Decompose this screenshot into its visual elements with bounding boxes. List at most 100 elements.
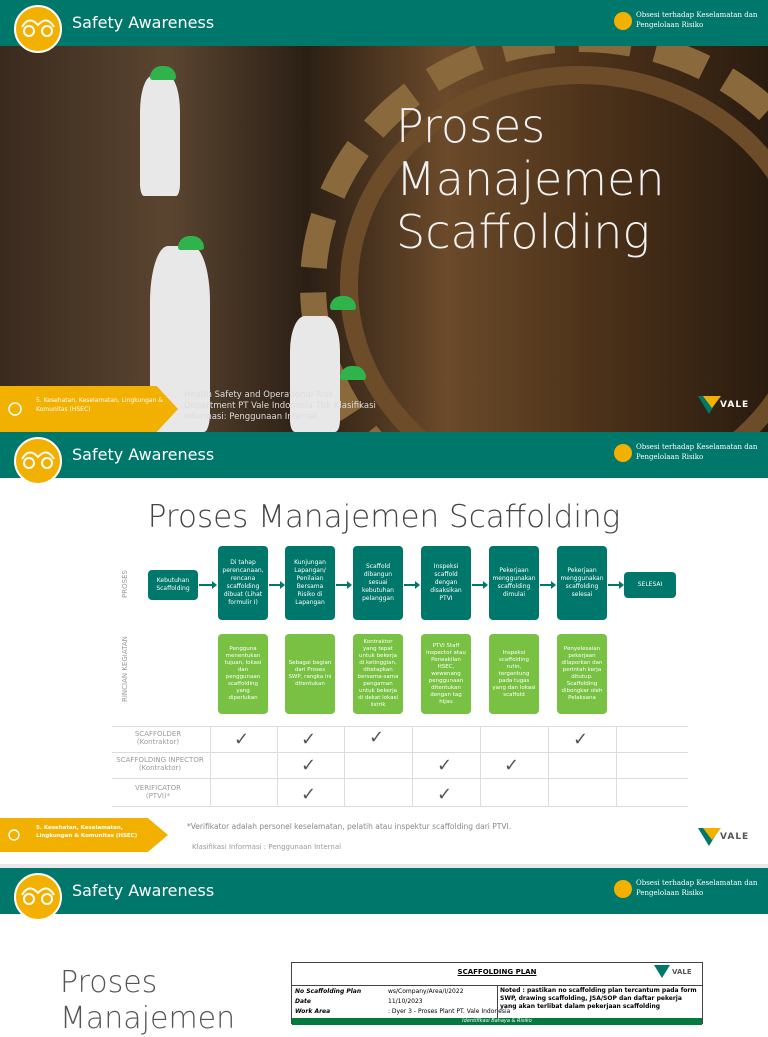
check-icon: ✓	[301, 784, 317, 805]
classification-text: Klasifikasi Informasi : Penggunaan Inter…	[192, 843, 342, 851]
verifikator-note: *Verifikator adalah personel keselamatan…	[187, 822, 512, 831]
vale-mark-icon	[654, 965, 670, 978]
grid-line	[412, 726, 413, 806]
person-icon	[614, 880, 632, 898]
safety-logo-icon	[14, 5, 62, 53]
role-label: VERIFICATOR (PTVI)*	[108, 784, 208, 800]
title-line: Manajemen	[396, 152, 665, 206]
check-icon: ✓	[234, 729, 250, 750]
process-step: Pekerjaan menggunakan scaffolding dimula…	[489, 546, 539, 620]
header-title: Safety Awareness	[72, 445, 215, 464]
footer-label: 5. Kesehatan, Keselamatan, Lingkungan & …	[36, 825, 138, 839]
role-sub: (Kontraktor)	[138, 764, 182, 772]
doc-noted: Noted : pastikan no scaffolding plan ter…	[500, 987, 697, 1010]
shield-icon	[8, 402, 22, 416]
arrow-right-icon	[472, 581, 488, 589]
grid-line	[277, 726, 278, 806]
doc-field-label: No Scaffolding Plan	[295, 988, 362, 995]
doc-title: SCAFFOLDING PLAN	[457, 968, 537, 976]
arrow-right-icon	[404, 581, 420, 589]
header-bar: Safety Awareness Obsesi terhadap Keselam…	[0, 0, 768, 53]
process-end: SELESAI	[624, 572, 676, 598]
doc-field-value: ws/Company/Area/I/2022	[388, 988, 464, 995]
process-step: Di tahap perencanaan, rencana scaffoldin…	[218, 546, 268, 620]
process-step: Pekerjaan menggunakan scaffolding selesa…	[557, 546, 607, 620]
process-step: Kebutuhan Scaffolding	[148, 570, 198, 600]
safety-logo-icon	[14, 437, 62, 485]
vale-logo-text: VALE	[720, 832, 750, 842]
check-icon: ✓	[369, 727, 385, 748]
role-sub: (PTVI)*	[145, 792, 171, 800]
helmet-icon	[150, 66, 176, 80]
slide-3-title: Proses Manajemen	[60, 965, 235, 1037]
header-bar: Safety Awareness Obsesi terhadap Keselam…	[0, 432, 768, 485]
header-bar: Safety Awareness Obsesi terhadap Keselam…	[0, 868, 768, 921]
slide-separator	[0, 864, 768, 868]
grid-line	[616, 726, 617, 806]
process-step: Inspeksi scaffold dengan disaksikan PTVI	[421, 546, 471, 620]
row-label-proses: PROSES	[121, 570, 129, 598]
check-icon: ✓	[437, 784, 453, 805]
check-icon: ✓	[301, 755, 317, 776]
activity-detail: Sebagai bagian dari Proses SWP, rangka i…	[285, 634, 335, 714]
activity-detail: Kontraktor yang tepat untuk bekerja di k…	[353, 634, 403, 714]
check-icon: ✓	[301, 729, 317, 750]
role-label: SCAFFOLDER (Kontraktor)	[108, 730, 208, 746]
safety-logo-icon	[14, 873, 62, 921]
helmet-icon	[340, 366, 366, 380]
slide-1-title: Proses Manajemen Scaffolding	[396, 100, 756, 259]
check-icon: ✓	[573, 729, 589, 750]
arrow-right-icon	[608, 581, 624, 589]
grid-line	[112, 726, 688, 727]
header-tagline: Obsesi terhadap Keselamatan dan Pengelol…	[614, 442, 764, 474]
title-line: Scaffolding	[396, 205, 651, 259]
doc-field-label: Work Area	[295, 1008, 331, 1015]
title-line: Proses	[396, 99, 546, 153]
grid-line	[112, 752, 688, 753]
tagline-text: Obsesi terhadap Keselamatan dan Pengelol…	[636, 11, 758, 29]
grid-line	[112, 778, 688, 779]
check-icon: ✓	[437, 755, 453, 776]
vale-mark-accent-icon	[703, 828, 721, 840]
worker-figure	[140, 76, 180, 196]
activity-detail: PTVI Staff inspector atau Perwakilan HSE…	[421, 634, 471, 714]
vale-logo: VALE	[654, 965, 702, 983]
activity-detail: Inspeksi scaffolding rutin, tergantung p…	[489, 634, 539, 714]
helmet-icon	[330, 296, 356, 310]
process-step: Kunjungan Lapangan/ Penilaian Bersama Ri…	[285, 546, 335, 620]
title-line: Proses	[60, 965, 158, 1000]
header-tagline: Obsesi terhadap Keselamatan dan Pengelol…	[614, 878, 764, 910]
vale-logo-text: VALE	[720, 400, 750, 410]
vale-logo-text: VALE	[672, 968, 692, 976]
slide-1: Safety Awareness Obsesi terhadap Keselam…	[0, 0, 768, 432]
doc-divider	[497, 985, 498, 1018]
row-label-rincian: RINCIAN KEGIATAN	[121, 636, 129, 702]
role-name: SCAFFOLDER	[134, 730, 182, 738]
title-line: Manajemen	[60, 1001, 236, 1036]
worker-figure	[290, 316, 340, 432]
doc-section-title: Identifikasi Bahaya & Risiko	[462, 1018, 532, 1024]
department-text: Health Safety and Operational Risk Depar…	[184, 390, 376, 422]
header-title: Safety Awareness	[72, 881, 215, 900]
person-icon	[614, 12, 632, 30]
arrow-right-icon	[199, 581, 217, 589]
activity-detail: Penyelesaian pekerjaan dilaporkan dan pe…	[557, 634, 607, 714]
doc-section-bar: Identifikasi Bahaya & Risiko	[292, 1018, 702, 1025]
doc-field-value: 11/10/2023	[388, 998, 423, 1005]
process-step: Scaffold dibangun sesuai kebutuhan pelan…	[353, 546, 403, 620]
footer-label-banner	[0, 386, 178, 432]
header-tagline: Obsesi terhadap Keselamatan dan Pengelol…	[614, 10, 764, 42]
vale-mark-accent-icon	[703, 396, 721, 408]
header-title: Safety Awareness	[72, 13, 215, 32]
grid-line	[112, 806, 688, 807]
helmet-icon	[178, 236, 204, 250]
grid-line	[344, 726, 345, 806]
footer-label: 5. Kesehatan, Keselamatan, Lingkungan & …	[36, 397, 163, 413]
arrow-right-icon	[540, 581, 556, 589]
doc-field-value: : Dyer 3 - Proses Plant PT. Vale Indones…	[388, 1008, 511, 1015]
tagline-text: Obsesi terhadap Keselamatan dan Pengelol…	[636, 443, 758, 461]
footer-label-banner	[0, 818, 168, 852]
grid-line	[210, 726, 211, 806]
grid-line	[548, 726, 549, 806]
role-name: VERIFICATOR	[134, 784, 181, 792]
